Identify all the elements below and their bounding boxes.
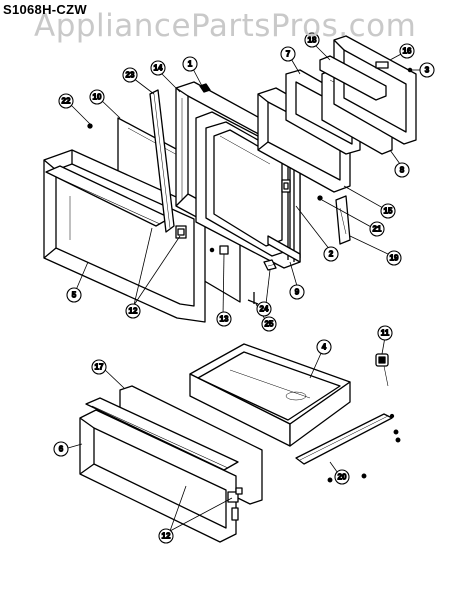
svg-text:22: 22 xyxy=(62,97,71,106)
callout-23: 23 xyxy=(122,67,138,83)
callout-8: 8 xyxy=(394,162,410,178)
callout-14: 14 xyxy=(150,60,166,76)
callout-21: 21 xyxy=(369,221,385,237)
svg-text:24: 24 xyxy=(260,305,269,314)
svg-text:23: 23 xyxy=(126,71,135,80)
callout-11: 11 xyxy=(377,325,393,341)
svg-text:6: 6 xyxy=(59,445,64,454)
svg-text:17: 17 xyxy=(95,363,104,372)
svg-text:12: 12 xyxy=(129,307,138,316)
site-watermark: AppliancePartsPros.com xyxy=(34,8,417,44)
part-23-side-trim xyxy=(149,89,175,233)
callout-4: 4 xyxy=(316,339,332,355)
svg-text:13: 13 xyxy=(220,315,229,324)
part-24-bumper xyxy=(263,259,277,271)
part-11-drawer-roller xyxy=(375,353,389,387)
callout-16: 16 xyxy=(399,43,415,59)
svg-text:18: 18 xyxy=(308,36,317,45)
part-18-glass-retainer xyxy=(319,55,387,101)
svg-text:20: 20 xyxy=(338,473,347,482)
callout-15: 15 xyxy=(380,203,396,219)
svg-text:3: 3 xyxy=(425,66,430,75)
svg-text:11: 11 xyxy=(381,329,390,338)
svg-text:1: 1 xyxy=(188,60,193,69)
svg-text:25: 25 xyxy=(265,320,274,329)
part-19-door-hinge xyxy=(335,195,351,245)
callout-12-upper: 12 xyxy=(125,303,141,319)
callout-6: 6 xyxy=(53,441,69,457)
callout-18: 18 xyxy=(304,32,320,48)
part-4-drawer-body xyxy=(189,343,351,447)
svg-text:4: 4 xyxy=(322,343,327,352)
svg-text:21: 21 xyxy=(373,225,382,234)
callout-25: 25 xyxy=(261,316,277,332)
svg-text:10: 10 xyxy=(93,93,102,102)
callout-9: 9 xyxy=(289,284,305,300)
callout-19: 19 xyxy=(386,250,402,266)
part-6-drawer-front xyxy=(79,397,243,543)
model-number-title: S1068H-CZW xyxy=(3,2,87,17)
callout-5: 5 xyxy=(66,287,82,303)
callout-3: 3 xyxy=(419,62,435,78)
svg-text:14: 14 xyxy=(154,64,163,73)
callout-2: 2 xyxy=(323,246,339,262)
callout-12-lower: 12 xyxy=(158,528,174,544)
part-20-drawer-slide xyxy=(295,413,401,483)
svg-text:5: 5 xyxy=(72,291,77,300)
part-22-screw xyxy=(87,123,93,129)
svg-text:2: 2 xyxy=(329,250,334,259)
svg-text:16: 16 xyxy=(403,47,412,56)
callout-13: 13 xyxy=(216,311,232,327)
part-21-hinge-screw xyxy=(317,195,323,201)
callout-22: 22 xyxy=(58,93,74,109)
callout-10: 10 xyxy=(89,89,105,105)
part-1-screw xyxy=(199,83,211,93)
svg-text:15: 15 xyxy=(384,207,393,216)
svg-text:9: 9 xyxy=(295,288,300,297)
callout-24: 24 xyxy=(256,301,272,317)
svg-text:8: 8 xyxy=(400,166,405,175)
callout-7: 7 xyxy=(280,46,296,62)
svg-text:12: 12 xyxy=(162,532,171,541)
svg-text:7: 7 xyxy=(286,50,291,59)
callout-1: 1 xyxy=(182,56,198,72)
callout-17: 17 xyxy=(91,359,107,375)
callout-20: 20 xyxy=(334,469,350,485)
svg-text:19: 19 xyxy=(390,254,399,263)
part-25-spring xyxy=(247,292,259,305)
